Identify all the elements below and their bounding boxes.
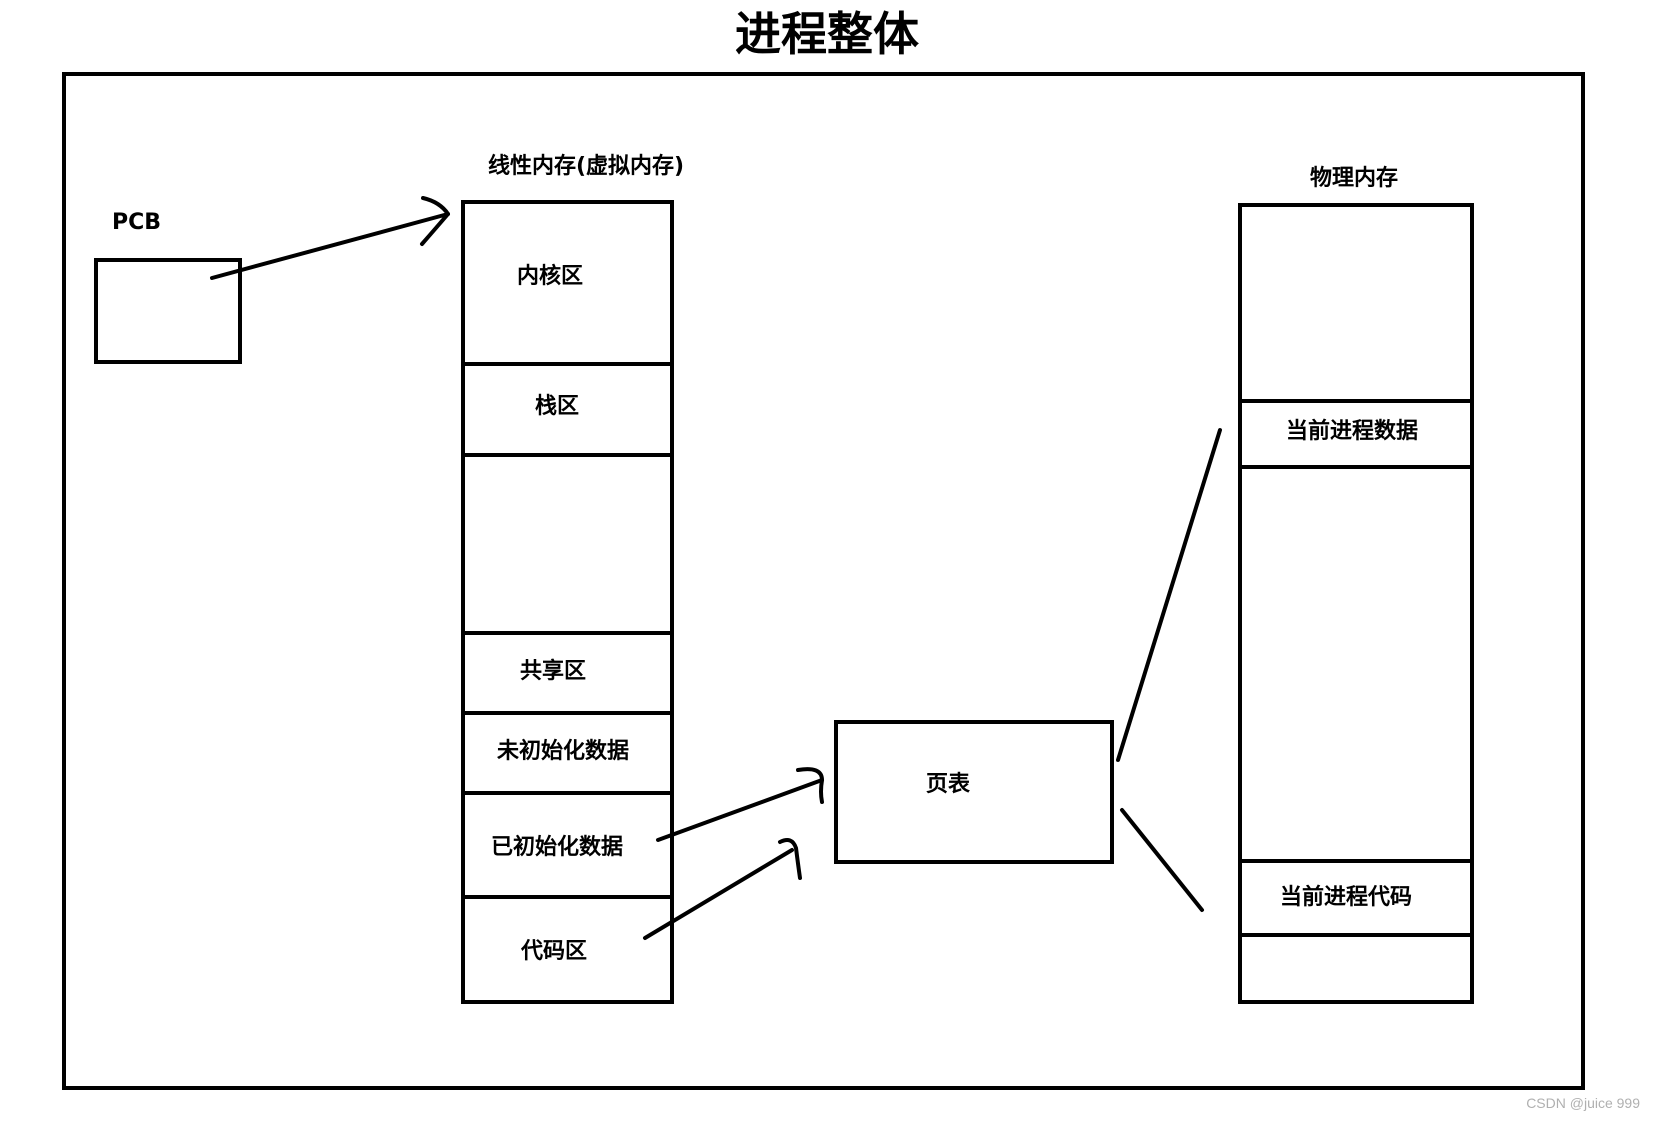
- vm-segment-kernel: 内核区: [465, 204, 670, 366]
- physical-memory-title: 物理内存: [1310, 166, 1399, 191]
- vm-segment-gap: [465, 453, 670, 635]
- pm-segment-label: 当前进程代码: [1280, 885, 1413, 910]
- code-to-pagetable-arrowhead: [778, 838, 802, 880]
- pm-segment-process-data: 当前进程数据: [1242, 399, 1470, 469]
- page-table-box: 页表: [834, 720, 1114, 864]
- vm-segment-data: 已初始化数据: [465, 791, 670, 899]
- vm-segment-label: 代码区: [521, 939, 588, 964]
- pcb-label: PCB: [112, 210, 162, 235]
- pcb-box: [94, 258, 242, 364]
- code-to-pagetable-arrow: [643, 848, 794, 940]
- pcb-to-vm-arrowhead: [420, 196, 450, 246]
- vm-segment-bss: 未初始化数据: [465, 711, 670, 795]
- pcb-to-vm-arrow: [210, 212, 450, 280]
- physical-memory-column: 当前进程数据 当前进程代码: [1238, 203, 1474, 1004]
- virtual-memory-column: 内核区 栈区 共享区 未初始化数据 已初始化数据 代码区: [461, 200, 674, 1004]
- pm-segment-label: 当前进程数据: [1286, 419, 1419, 444]
- vm-segment-label: 共享区: [520, 659, 587, 684]
- vm-segment-label: 未初始化数据: [497, 739, 630, 764]
- vm-segment-label: 已初始化数据: [491, 835, 624, 860]
- vm-segment-label: 内核区: [517, 264, 584, 289]
- process-frame: [62, 72, 1585, 1090]
- data-to-pagetable-arrowhead: [796, 767, 824, 804]
- vm-segment-stack: 栈区: [465, 362, 670, 457]
- pm-segment-top: [1242, 207, 1470, 403]
- diagram-title: 进程整体: [735, 7, 919, 61]
- pagetable-to-process-data-line: [1116, 428, 1222, 762]
- vm-segment-shared: 共享区: [465, 631, 670, 715]
- vm-segment-code: 代码区: [465, 895, 670, 1004]
- virtual-memory-title: 线性内存(虚拟内存): [488, 154, 685, 179]
- pm-segment-process-code: 当前进程代码: [1242, 859, 1470, 937]
- page-table-label: 页表: [926, 772, 971, 797]
- vm-segment-label: 栈区: [535, 394, 580, 419]
- data-to-pagetable-arrow: [656, 778, 824, 842]
- pm-segment-middle: [1242, 465, 1470, 863]
- watermark: CSDN @juice 999: [1526, 1095, 1640, 1111]
- pagetable-to-process-code-line: [1120, 808, 1204, 912]
